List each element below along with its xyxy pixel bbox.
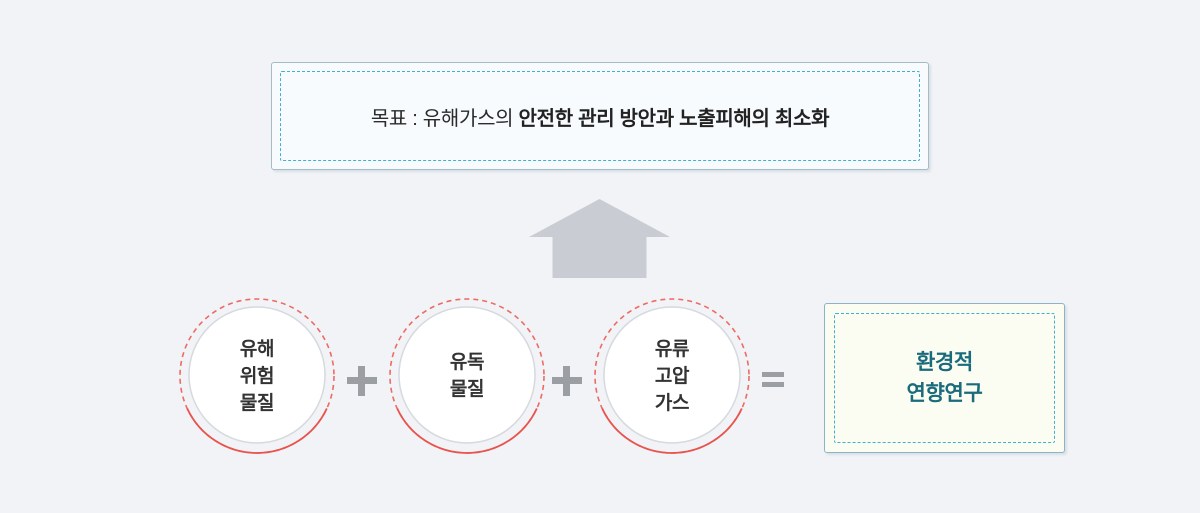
red-dashed-ring-icon <box>594 298 750 454</box>
plus-icon <box>552 366 582 396</box>
red-dashed-ring-icon <box>179 298 335 454</box>
result-box: 환경적 연향연구 <box>824 303 1065 453</box>
equals-icon <box>762 372 784 387</box>
goal-title-prefix: 목표 : 유해가스의 <box>370 107 519 130</box>
label-line: 환경적 <box>915 351 974 374</box>
factor-circle-2: 유독 물질 <box>385 294 549 458</box>
label-line: 가스 <box>654 392 690 414</box>
label-line: 물질 <box>239 392 275 414</box>
label-line: 고압 <box>654 365 690 387</box>
factor-circle-2-label: 유독 물질 <box>385 294 549 458</box>
goal-title-emphasis: 안전한 관리 방안과 노출피해의 최소화 <box>518 107 830 130</box>
factor-circle-1: 유해 위험 물질 <box>175 294 339 458</box>
label-line: 위험 <box>239 365 275 387</box>
up-arrow-icon <box>529 199 670 278</box>
red-dashed-ring-icon <box>389 298 545 454</box>
goal-box: 목표 : 유해가스의 안전한 관리 방안과 노출피해의 최소화 <box>271 62 929 170</box>
label-line: 유해 <box>239 338 275 360</box>
factor-circle-1-label: 유해 위험 물질 <box>175 294 339 458</box>
factor-circle-3-label: 유류 고압 가스 <box>590 294 754 458</box>
plus-icon <box>347 366 377 396</box>
label-line: 연향연구 <box>906 382 983 405</box>
label-line: 유류 <box>654 338 690 360</box>
result-label: 환경적 연향연구 <box>906 347 982 409</box>
label-line: 물질 <box>449 379 485 400</box>
goal-title: 목표 : 유해가스의 안전한 관리 방안과 노출피해의 최소화 <box>370 102 830 131</box>
label-line: 유독 <box>449 352 485 373</box>
factor-circle-3: 유류 고압 가스 <box>590 294 754 458</box>
